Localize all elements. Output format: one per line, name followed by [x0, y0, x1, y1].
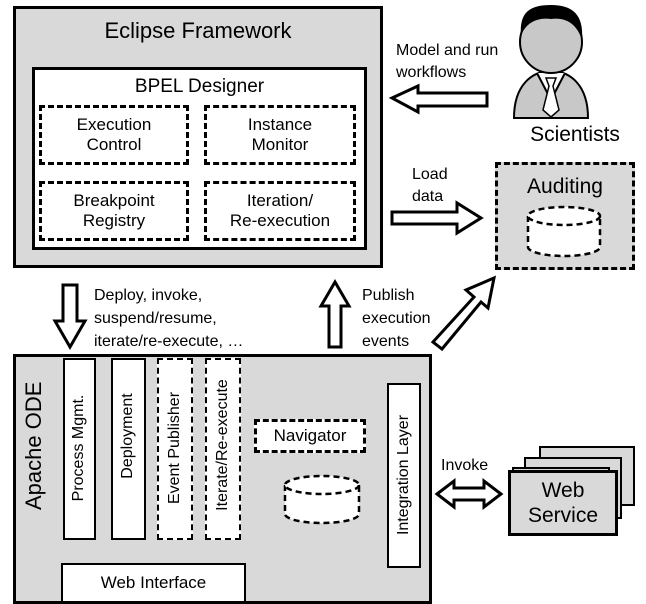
execution-control-module: Execution Control — [39, 105, 189, 165]
instance-monitor-module: Instance Monitor — [204, 105, 356, 165]
deployment-column — [111, 358, 146, 540]
model-run-label: Model and run workflows — [396, 42, 499, 81]
auditing-label: Auditing — [527, 175, 603, 198]
invoke-label: Invoke — [441, 457, 489, 474]
breakpoint-registry-module: Breakpoint Registry — [39, 181, 189, 241]
iterate-reexecute-column — [205, 358, 241, 540]
publish-events-label: Publish execution events — [362, 287, 431, 350]
eclipse-framework-title: Eclipse Framework — [104, 18, 292, 43]
web-service-box: Web Service — [508, 470, 618, 536]
load-data-label: Load data — [412, 166, 448, 205]
model-run-arrow — [388, 83, 489, 115]
deploy-invoke-label: Deploy, invoke, suspend/resume, iterate/… — [94, 287, 244, 350]
publish-arrow — [318, 279, 352, 349]
iteration-reexecution-module: Iteration/ Re-execution — [204, 181, 356, 241]
ode-database-icon — [283, 474, 361, 525]
scientist-icon — [512, 5, 590, 119]
integration-layer-column — [387, 383, 421, 568]
invoke-double-arrow — [434, 477, 504, 511]
auditing-database-icon — [526, 205, 602, 258]
bpel-designer-title: BPEL Designer — [134, 76, 265, 97]
event-publisher-column — [157, 358, 193, 540]
navigator-box: Navigator — [254, 419, 366, 453]
process-mgmt-column — [63, 358, 96, 540]
deploy-arrow — [52, 283, 88, 351]
audit-diagonal-arrow — [430, 275, 497, 352]
scientists-label: Scientists — [530, 123, 620, 146]
bpel-designer-box — [32, 67, 367, 250]
load-data-arrow — [390, 200, 484, 236]
